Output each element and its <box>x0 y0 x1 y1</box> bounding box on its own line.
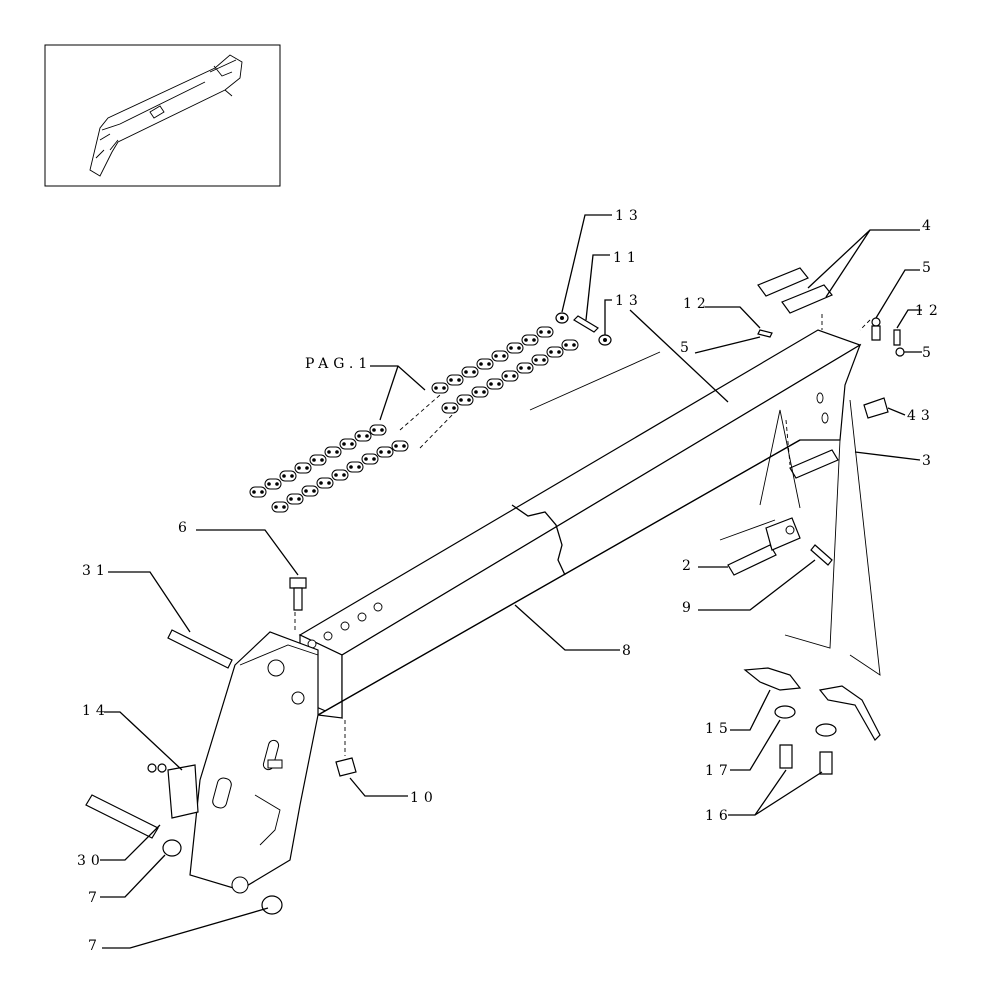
leader-lines <box>100 214 922 949</box>
callout-11: 11 <box>613 250 641 266</box>
thumbnail-inset <box>44 44 281 187</box>
callout-6: 6 <box>178 520 192 536</box>
small-parts <box>85 267 905 915</box>
chains <box>249 326 579 513</box>
callout-15: 15 <box>705 721 733 737</box>
callout-pag1: PAG.1 <box>305 356 372 372</box>
callout-5a: 5 <box>922 260 936 276</box>
callout-2: 2 <box>682 558 696 574</box>
callout-7a: 7 <box>88 890 102 906</box>
callout-17: 17 <box>705 763 733 779</box>
callout-9: 9 <box>682 600 696 616</box>
callout-13a: 13 <box>615 208 643 224</box>
callout-12b: 12 <box>915 303 943 319</box>
callout-43: 43 <box>907 408 935 424</box>
callout-8: 8 <box>622 643 636 659</box>
callout-labels: 13 11 13 4 5 12 12 5 5 43 3 PAG.1 6 2 9 … <box>77 208 943 954</box>
callout-10: 10 <box>410 790 438 806</box>
callout-12a: 12 <box>683 296 711 312</box>
callout-5c: 5 <box>922 345 936 361</box>
callout-16: 16 <box>705 808 733 824</box>
callout-5b: 5 <box>680 340 694 356</box>
callout-13b: 13 <box>615 293 643 309</box>
callout-3: 3 <box>922 453 936 469</box>
callout-4: 4 <box>922 218 936 234</box>
boom-main-tube <box>298 329 862 719</box>
callout-7b: 7 <box>88 938 102 954</box>
callout-14: 14 <box>82 703 110 719</box>
callout-31: 31 <box>82 563 110 579</box>
callout-30: 30 <box>77 853 105 869</box>
boom-head <box>189 631 319 894</box>
